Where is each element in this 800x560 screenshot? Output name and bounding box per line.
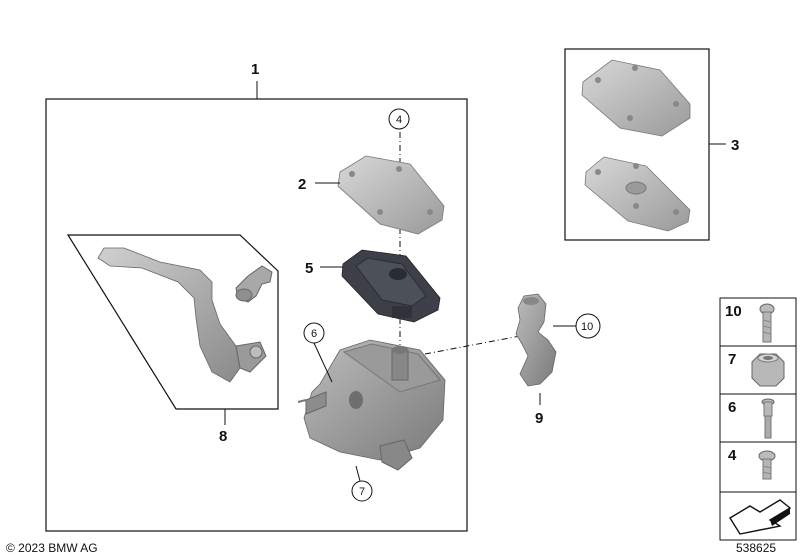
copyright-text: © 2023 BMW AG bbox=[6, 541, 98, 555]
callout-7 bbox=[351, 480, 373, 502]
callout-6-text: 6 bbox=[311, 328, 317, 340]
kit-cover-plate bbox=[581, 59, 691, 137]
legend-number-3: 4 bbox=[728, 447, 737, 464]
callout-10-text: 10 bbox=[581, 321, 593, 333]
bolt-icon bbox=[761, 398, 775, 439]
label-1: 1 bbox=[251, 61, 259, 78]
diaphragm-seal-part bbox=[341, 249, 441, 323]
callout-4-text: 4 bbox=[396, 114, 402, 126]
assembly-frame bbox=[45, 81, 468, 532]
reservoir-cover-part bbox=[337, 155, 445, 235]
kit-base-plate bbox=[584, 156, 691, 232]
short-screw-icon bbox=[758, 450, 776, 480]
direction-arrow-icon bbox=[729, 499, 792, 535]
screw-icon bbox=[759, 303, 775, 343]
legend-number-2: 6 bbox=[728, 399, 736, 416]
brake-lever-part bbox=[97, 247, 267, 383]
legend-column bbox=[719, 297, 797, 541]
leader-6 bbox=[313, 342, 333, 383]
master-cylinder-body-part bbox=[297, 339, 446, 471]
label-3: 3 bbox=[731, 137, 739, 154]
label-9: 9 bbox=[535, 410, 543, 427]
legend-number-0: 10 bbox=[725, 303, 742, 320]
callout-10 bbox=[575, 313, 601, 339]
leader-7 bbox=[355, 465, 361, 482]
label-8: 8 bbox=[219, 428, 227, 445]
document-number: 538625 bbox=[736, 541, 777, 555]
lever-subassembly-box bbox=[66, 234, 279, 425]
hex-nut-icon bbox=[751, 353, 785, 387]
legend-number-1: 7 bbox=[728, 351, 736, 368]
handlebar-clamp-part bbox=[515, 293, 557, 387]
callout-7-text: 7 bbox=[359, 486, 365, 498]
cover-kit-box bbox=[564, 48, 726, 241]
callout-4 bbox=[388, 108, 410, 130]
adjuster-knob-part bbox=[235, 265, 273, 303]
label-2: 2 bbox=[298, 176, 306, 193]
label-5: 5 bbox=[305, 260, 313, 277]
assembly-axis-line bbox=[399, 132, 521, 355]
